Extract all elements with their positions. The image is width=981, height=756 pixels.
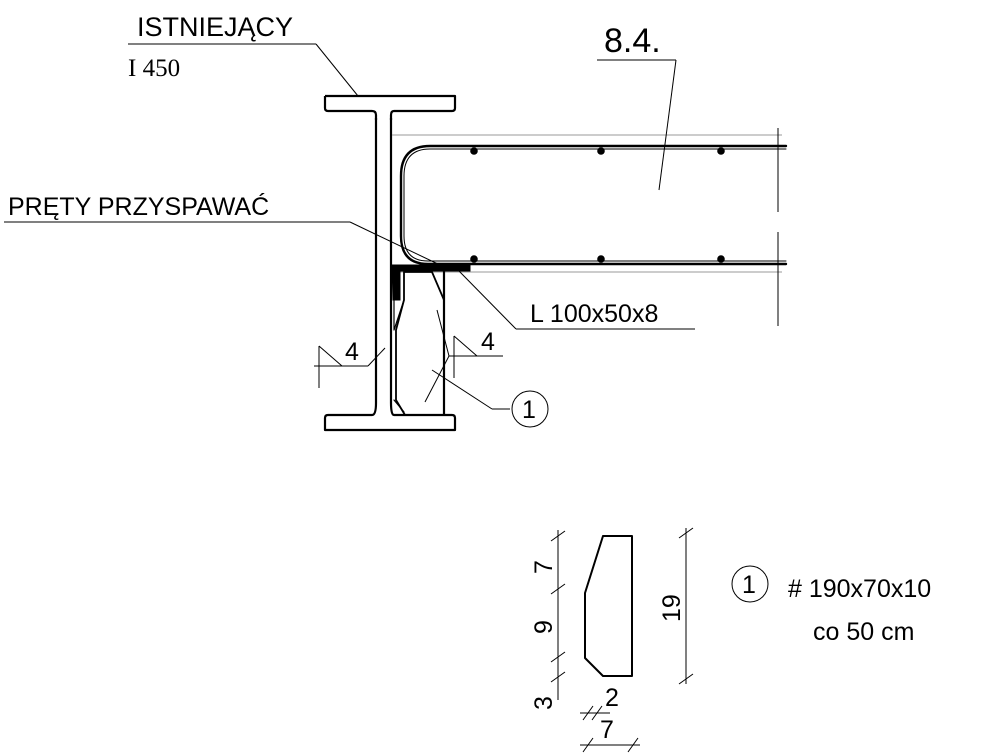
plate-marker-circle [511,390,549,428]
plate-detail-marker-number: 1 [742,571,756,599]
leader-existing [315,43,359,97]
dim-bottom-total: 7 [600,716,614,744]
weld-symbol-left [314,345,386,388]
leader-angle [457,269,517,330]
angle-profile-shape [391,264,471,301]
plate-spec: # 190x70x10 [788,575,931,603]
rebar-dot [470,147,478,155]
dim-right-total: 19 [658,594,686,622]
weld-size-right: 4 [481,328,495,356]
concrete-slab [392,128,788,326]
stiffener-plate [395,271,445,416]
rebar-dot [470,255,478,263]
rebar-u-bar [399,144,788,266]
rebar-dot [597,255,605,263]
weld-symbol-right [424,309,503,403]
dim-left-top: 7 [530,560,558,574]
weld-bars-note: PRĘTY PRZYSPAWAĆ [8,192,269,221]
plate-spacing: co 50 cm [813,618,914,646]
plate-marker-number: 1 [522,396,536,424]
plate-fillet [393,299,405,413]
leader-weld-bars [349,221,441,266]
i-beam-top-flange [325,94,457,120]
weld-size-left: 4 [345,338,359,366]
plate-outline [584,535,633,677]
angle-profile-label: L 100x50x8 [530,300,658,328]
dim-bottom-small: 2 [605,684,619,712]
angle-and-plate [391,264,471,416]
plate-detail-marker-circle [731,565,769,603]
rebar-dot [717,147,725,155]
existing-beam-profile: I 450 [128,55,180,82]
rebar-dot [717,255,725,263]
existing-i-beam [323,94,457,432]
rebar-dot [597,147,605,155]
dim-left-bottom: 3 [530,696,558,710]
rebar-u-bar-inner [403,148,787,262]
i-beam-bottom-flange-left [323,402,457,432]
existing-beam-title: ISTNIEJĄCY [137,12,293,42]
leader-plate-marker-diag [431,369,493,410]
element-ref-label: 8.4. [604,22,661,60]
plate-detail: 7 9 3 19 2 7 1 # 190x70x10 co 50 cm [530,527,931,753]
dim-left-middle: 9 [530,620,558,634]
i-beam-top-flange-left [323,96,378,120]
leaders [4,43,695,410]
leader-element-ref [658,59,677,191]
